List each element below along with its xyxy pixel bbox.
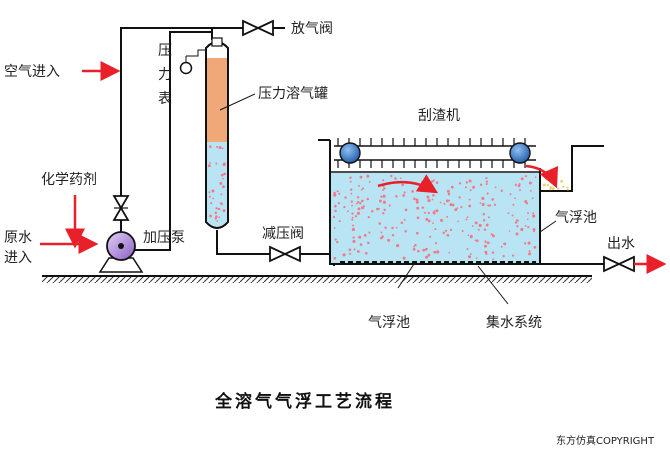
tank-bubbles [207,145,226,222]
chemical-valve[interactable] [112,195,130,221]
scraper-wheel-left [339,142,361,164]
air-pipe [120,27,285,243]
raw-water-label-2: 进入 [4,250,32,266]
gauge-label-1: 压 [158,43,172,59]
reducing-valve[interactable] [269,245,301,263]
pump-label: 加压泵 [143,230,185,246]
flotation-bottom-leader [397,263,415,289]
reducing-valve-label: 减压阀 [262,226,304,242]
flotation-right-label: 气浮池 [555,210,597,226]
flotation-bottom-label: 气浮池 [368,315,410,331]
scraper-wheel-right [509,142,531,164]
outlet-valve[interactable] [603,255,635,273]
vent-valve[interactable] [242,19,274,37]
vent-valve-label: 放气阀 [291,21,333,37]
tank-label: 压力溶气罐 [258,86,328,102]
copyright-text: 东方仿真COPYRIGHT [556,434,655,447]
scum-arrow [525,164,559,189]
scum-chute [539,145,604,192]
collector-label: 集水系统 [486,314,542,331]
gauge-label-2: 力 [158,67,172,83]
raw-water-label-1: 原水 [4,230,32,246]
pressure-tank [205,37,229,229]
scraper-label: 刮渣机 [418,108,460,124]
flotation-right-leader [539,220,557,233]
feed-pipe [121,31,212,251]
scraper [334,138,536,168]
tank-leader [219,93,256,111]
ground [42,275,592,283]
flow-arrow [377,174,439,194]
outlet-label: 出水 [607,236,635,252]
air-in-label: 空气进入 [4,64,60,80]
collector-leader [477,265,509,305]
pressure-pump[interactable] [98,231,144,273]
diagram-caption: 全溶气气浮工艺流程 [214,391,395,412]
chemical-label: 化学药剂 [41,172,97,188]
pressure-gauge [179,49,205,75]
gauge-label-3: 表 [158,91,172,107]
